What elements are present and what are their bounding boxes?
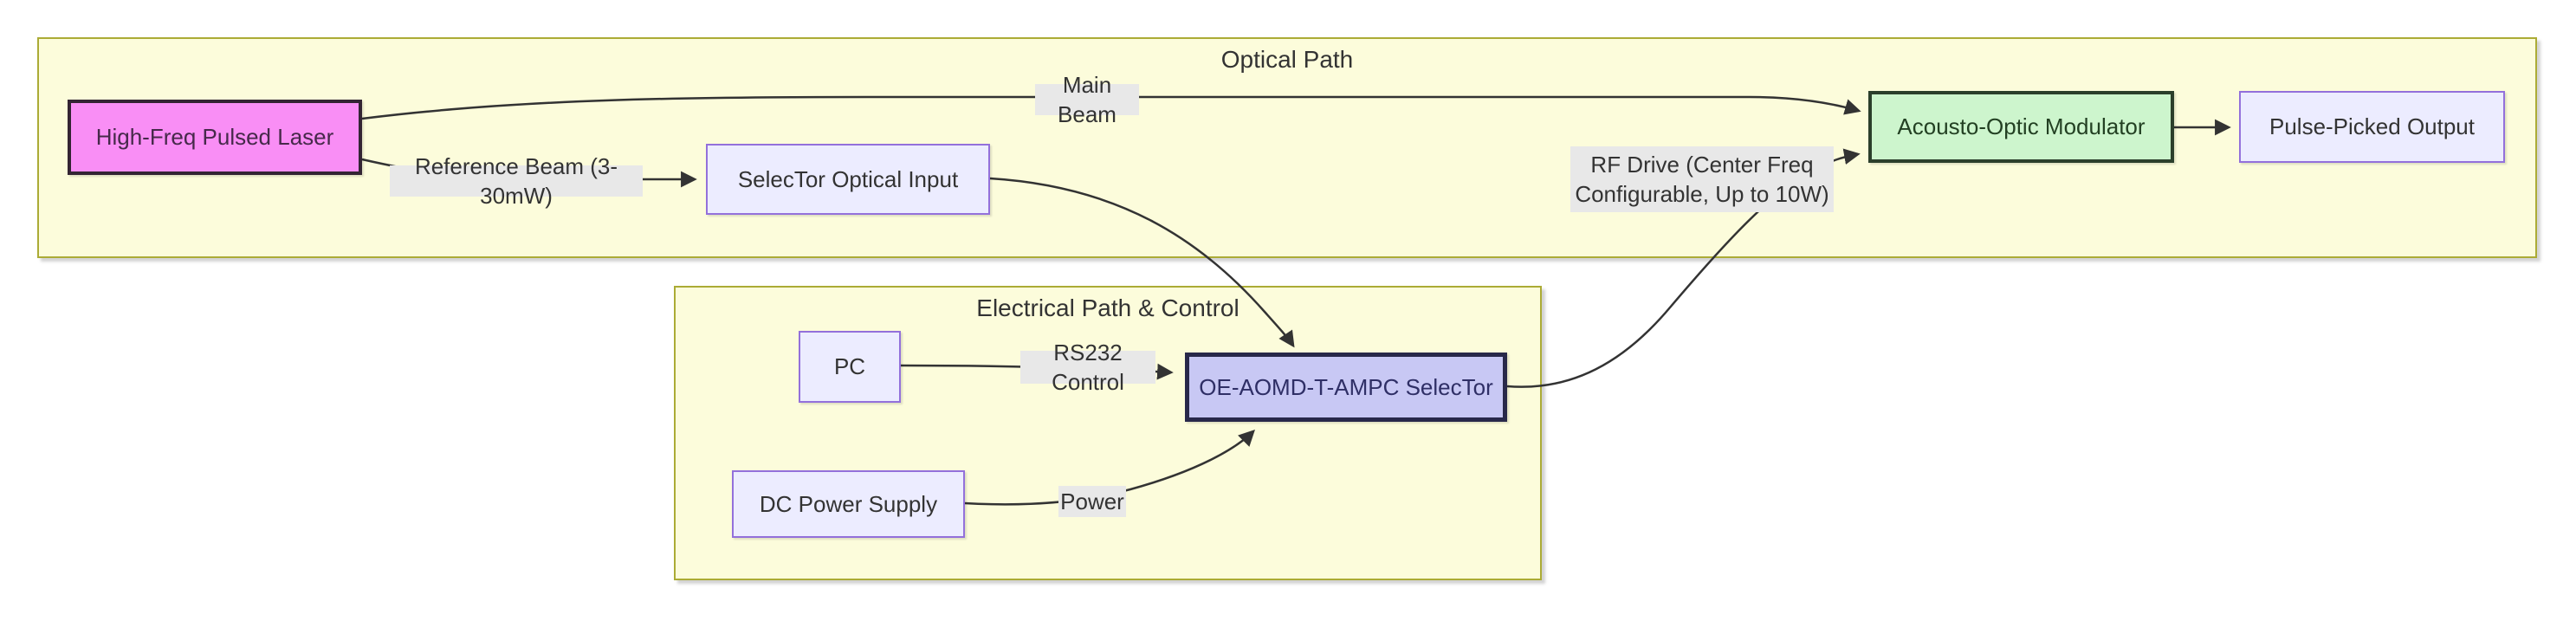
group-optical-path-title: Optical Path [1220,46,1354,73]
edge-label-power: Power [1058,486,1126,517]
node-dc-power-supply: DC Power Supply [732,470,965,538]
node-selector-optical-input: SelecTor Optical Input [706,144,990,215]
node-acousto-optic-modulator: Acousto-Optic Modulator [1868,91,2174,163]
edge-label-reference-beam: Reference Beam (3-30mW) [390,153,643,209]
edge-label-rf-drive-line1: RF Drive (Center Freq [1590,152,1814,178]
group-electrical-path-control-title: Electrical Path & Control [976,294,1239,321]
node-high-freq-pulsed-laser: High-Freq Pulsed Laser [68,100,362,175]
edge-label-reference-beam-text: Reference Beam (3-30mW) [414,153,618,209]
edge-label-power-text: Power [1060,488,1124,514]
node-pc: PC [799,331,901,403]
edge-label-main-beam: Main Beam [1035,72,1139,127]
edge-label-rs232-control-text: RS232 Control [1052,340,1124,395]
edge-label-rs232-control: RS232 Control [1020,340,1155,395]
edge-label-rf-drive-line2: Configurable, Up to 10W) [1575,181,1829,207]
node-oe-aomd-t-ampc-selector: OE-AOMD-T-AMPC SelecTor [1185,353,1507,422]
edge-label-main-beam-text: Main Beam [1058,72,1116,127]
edge-label-rf-drive: RF Drive (Center Freq Configurable, Up t… [1570,146,1834,212]
node-pulse-picked-output: Pulse-Picked Output [2239,91,2505,163]
